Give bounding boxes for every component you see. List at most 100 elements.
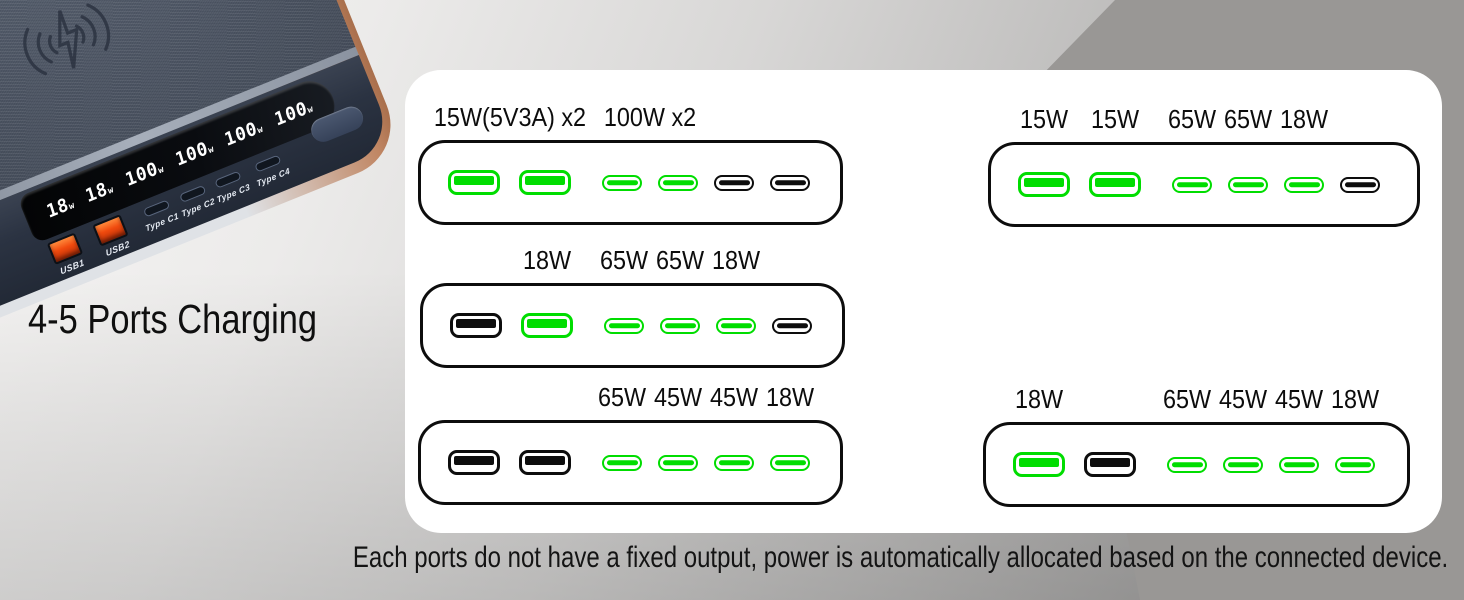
watt-label: 18W — [1330, 384, 1380, 414]
port-pin — [606, 459, 638, 466]
usb-c-port-green — [1228, 176, 1268, 193]
watt-label: 18W — [711, 245, 761, 275]
usb-a-port-label: USB2 — [104, 238, 131, 259]
device-edge-highlight — [0, 46, 359, 280]
port-pin — [1344, 181, 1376, 188]
charger-outline — [418, 420, 843, 505]
watt-label: 45W — [653, 382, 703, 412]
usb-c-port-green — [658, 174, 698, 191]
watt-label: 15W — [1090, 104, 1140, 134]
usb-a-port-black — [1084, 452, 1136, 477]
usb-a-port-green — [1013, 452, 1065, 477]
usb-c-port-black — [1340, 176, 1380, 193]
usb-c-port-green — [1172, 176, 1212, 193]
port-pin — [720, 322, 752, 329]
port-pin — [456, 319, 496, 328]
watt-label: 100W x2 — [603, 102, 697, 132]
watt-label: 18W — [1014, 384, 1064, 414]
usb-a-port-green — [1018, 172, 1070, 197]
led-reading: 100w — [272, 97, 315, 131]
usb-c-port-green — [1223, 456, 1263, 473]
watt-labels-row: 15W(5V3A) x2 100W x2 — [418, 100, 843, 140]
port-pin — [718, 179, 750, 186]
port-pin — [718, 459, 750, 466]
port-pin — [664, 322, 696, 329]
usb-c-port-green — [770, 454, 810, 471]
charger-outline — [420, 283, 845, 368]
port-pin — [1090, 458, 1130, 467]
usb-c-port-green — [1167, 456, 1207, 473]
usb-c-port — [254, 154, 282, 173]
port-pin — [1176, 181, 1208, 188]
usb-c-port — [142, 199, 171, 218]
usb-c-port-black — [772, 317, 812, 334]
charger-outline — [988, 142, 1420, 227]
usb-c-port-green — [716, 317, 756, 334]
port-pin — [1283, 461, 1315, 468]
usb-c-port — [179, 184, 207, 203]
watt-label: 65W — [1167, 104, 1217, 134]
port-pin — [776, 322, 808, 329]
port-pin — [608, 322, 640, 329]
led-reading: 100w — [122, 157, 166, 191]
usb-c-port-green — [1284, 176, 1324, 193]
usb-c-port-green — [660, 317, 700, 334]
usb-a-port-black — [519, 450, 571, 475]
usb-a-port-orange — [92, 214, 129, 247]
usb-c-port-green — [1279, 456, 1319, 473]
usb-c-port-green — [602, 174, 642, 191]
watt-label: 45W — [709, 382, 759, 412]
watt-label: 45W — [1274, 384, 1324, 414]
led-reading: 100w — [222, 117, 265, 151]
port-pin — [525, 456, 565, 465]
port-pin — [606, 179, 638, 186]
bottom-caption: Each ports do not have a fixed output, p… — [352, 541, 1448, 574]
watt-label: 65W — [1162, 384, 1212, 414]
watt-label: 65W — [597, 382, 647, 412]
usb-c-port-black — [714, 174, 754, 191]
usb-a-port-black — [448, 450, 500, 475]
port-pin — [454, 456, 494, 465]
led-reading: 18w — [83, 177, 116, 207]
watt-label: 18W — [522, 245, 572, 275]
port-pin — [662, 179, 694, 186]
page-title: 4-5 Ports Charging — [28, 296, 318, 342]
usb-c-port-green — [658, 454, 698, 471]
usb-a-port-green — [519, 170, 571, 195]
led-reading: 100w — [172, 137, 216, 171]
usb-a-port-green — [521, 313, 573, 338]
charger-outline — [418, 140, 843, 225]
port-pin — [1024, 178, 1064, 187]
port-pin — [527, 319, 567, 328]
usb-a-port-black — [450, 313, 502, 338]
port-pin — [662, 459, 694, 466]
port-pin — [1227, 461, 1259, 468]
watt-label: 18W — [765, 382, 815, 412]
watt-label: 65W — [1223, 104, 1273, 134]
usb-c-port-label: Type C3 — [215, 181, 252, 205]
watt-label: 65W — [655, 245, 705, 275]
usb-c-port-green — [714, 454, 754, 471]
power-button — [307, 102, 367, 146]
led-reading: 18w — [43, 193, 76, 223]
usb-a-port-green — [1089, 172, 1141, 197]
usb-c-port-label: Type C2 — [180, 195, 216, 219]
watt-label: 45W — [1218, 384, 1268, 414]
port-diagram-top-left: 15W(5V3A) x2 100W x2 — [418, 100, 843, 225]
usb-c-port-black — [770, 174, 810, 191]
usb-a-port-label: USB1 — [59, 257, 86, 277]
usb-a-port-green — [448, 170, 500, 195]
usb-c-port-green — [604, 317, 644, 334]
port-pin — [1095, 178, 1135, 187]
watt-label: 15W(5V3A) x2 — [433, 102, 586, 132]
usb-c-port-green — [602, 454, 642, 471]
port-pin — [1019, 458, 1059, 467]
device-fabric-top — [0, 0, 357, 274]
